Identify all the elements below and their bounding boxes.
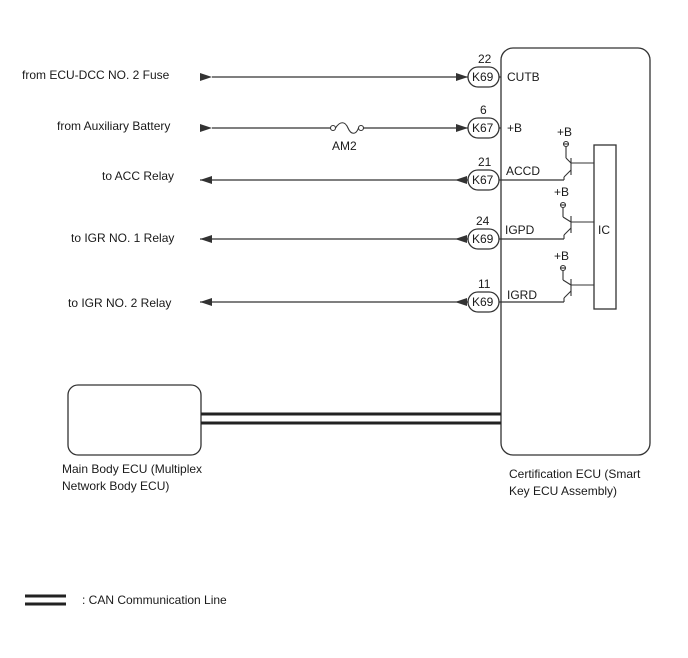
signal-label: +B	[507, 121, 522, 135]
can-bus-lines	[201, 412, 501, 425]
wire-row-plus-b: from Auxiliary Battery AM2 K67 6 +B	[57, 103, 522, 153]
wire-row-igrd: to IGR NO. 2 Relay K69 11 IGRD	[68, 277, 564, 313]
signal-label: IGRD	[507, 288, 537, 302]
ic-label: IC	[598, 223, 610, 237]
supply-label: +B	[554, 185, 569, 199]
legend-text: : CAN Communication Line	[82, 593, 227, 607]
pin-number: 24	[476, 214, 490, 228]
wire-source-label: from Auxiliary Battery	[57, 119, 170, 133]
fuse-terminal	[357, 124, 365, 132]
transistor-icon: +B	[557, 125, 594, 180]
arrow-in-icon	[200, 73, 212, 81]
certification-ecu-label-line1: Certification ECU (Smart	[509, 467, 641, 481]
connector-label: K67	[472, 121, 494, 135]
arrow-out-icon	[455, 298, 467, 306]
arrow-out-icon	[455, 235, 467, 243]
pin-number: 6	[480, 103, 487, 117]
certification-ecu-label-line2: Key ECU Assembly)	[509, 484, 617, 498]
wire-row-igpd: to IGR NO. 1 Relay K69 24 IGPD	[71, 214, 564, 250]
connector-label: K69	[472, 232, 494, 246]
arrow-in-icon	[200, 124, 212, 132]
signal-label: CUTB	[507, 70, 540, 84]
supply-label: +B	[554, 249, 569, 263]
wire-source-label: from ECU-DCC NO. 2 Fuse	[22, 68, 170, 82]
pin-number: 11	[478, 277, 491, 291]
connector-label: K67	[472, 173, 494, 187]
signal-label: IGPD	[505, 223, 535, 237]
transistor-icon: +B	[554, 185, 594, 239]
main-body-ecu-label-line1: Main Body ECU (Multiplex	[62, 462, 202, 476]
wire-source-label: to IGR NO. 2 Relay	[68, 296, 171, 310]
wire-source-label: to IGR NO. 1 Relay	[71, 231, 174, 245]
ic-box	[593, 144, 617, 310]
legend: : CAN Communication Line	[25, 593, 227, 607]
pin-number: 21	[478, 155, 492, 169]
wire-source-label: to ACC Relay	[102, 169, 174, 183]
transistor-icon: +B	[554, 249, 594, 302]
main-body-ecu-label-line2: Network Body ECU)	[62, 479, 169, 493]
arrow-out-icon	[455, 176, 467, 184]
connector-label: K69	[472, 295, 494, 309]
wire-row-accd: to ACC Relay K67 21 ACCD	[102, 155, 564, 191]
main-body-ecu-box	[67, 384, 202, 456]
certification-ecu-box	[500, 47, 651, 456]
fuse-terminal	[329, 124, 337, 132]
pin-number: 22	[478, 52, 492, 66]
fuse-label: AM2	[332, 139, 357, 153]
arrow-in-icon	[456, 124, 468, 132]
signal-label: ACCD	[506, 164, 540, 178]
fuse-icon	[335, 122, 360, 134]
connector-label: K69	[472, 70, 494, 84]
arrow-in-icon	[456, 73, 468, 81]
wire-row-cutb: from ECU-DCC NO. 2 Fuse K69 22 CUTB	[22, 52, 540, 88]
supply-label: +B	[557, 125, 572, 139]
